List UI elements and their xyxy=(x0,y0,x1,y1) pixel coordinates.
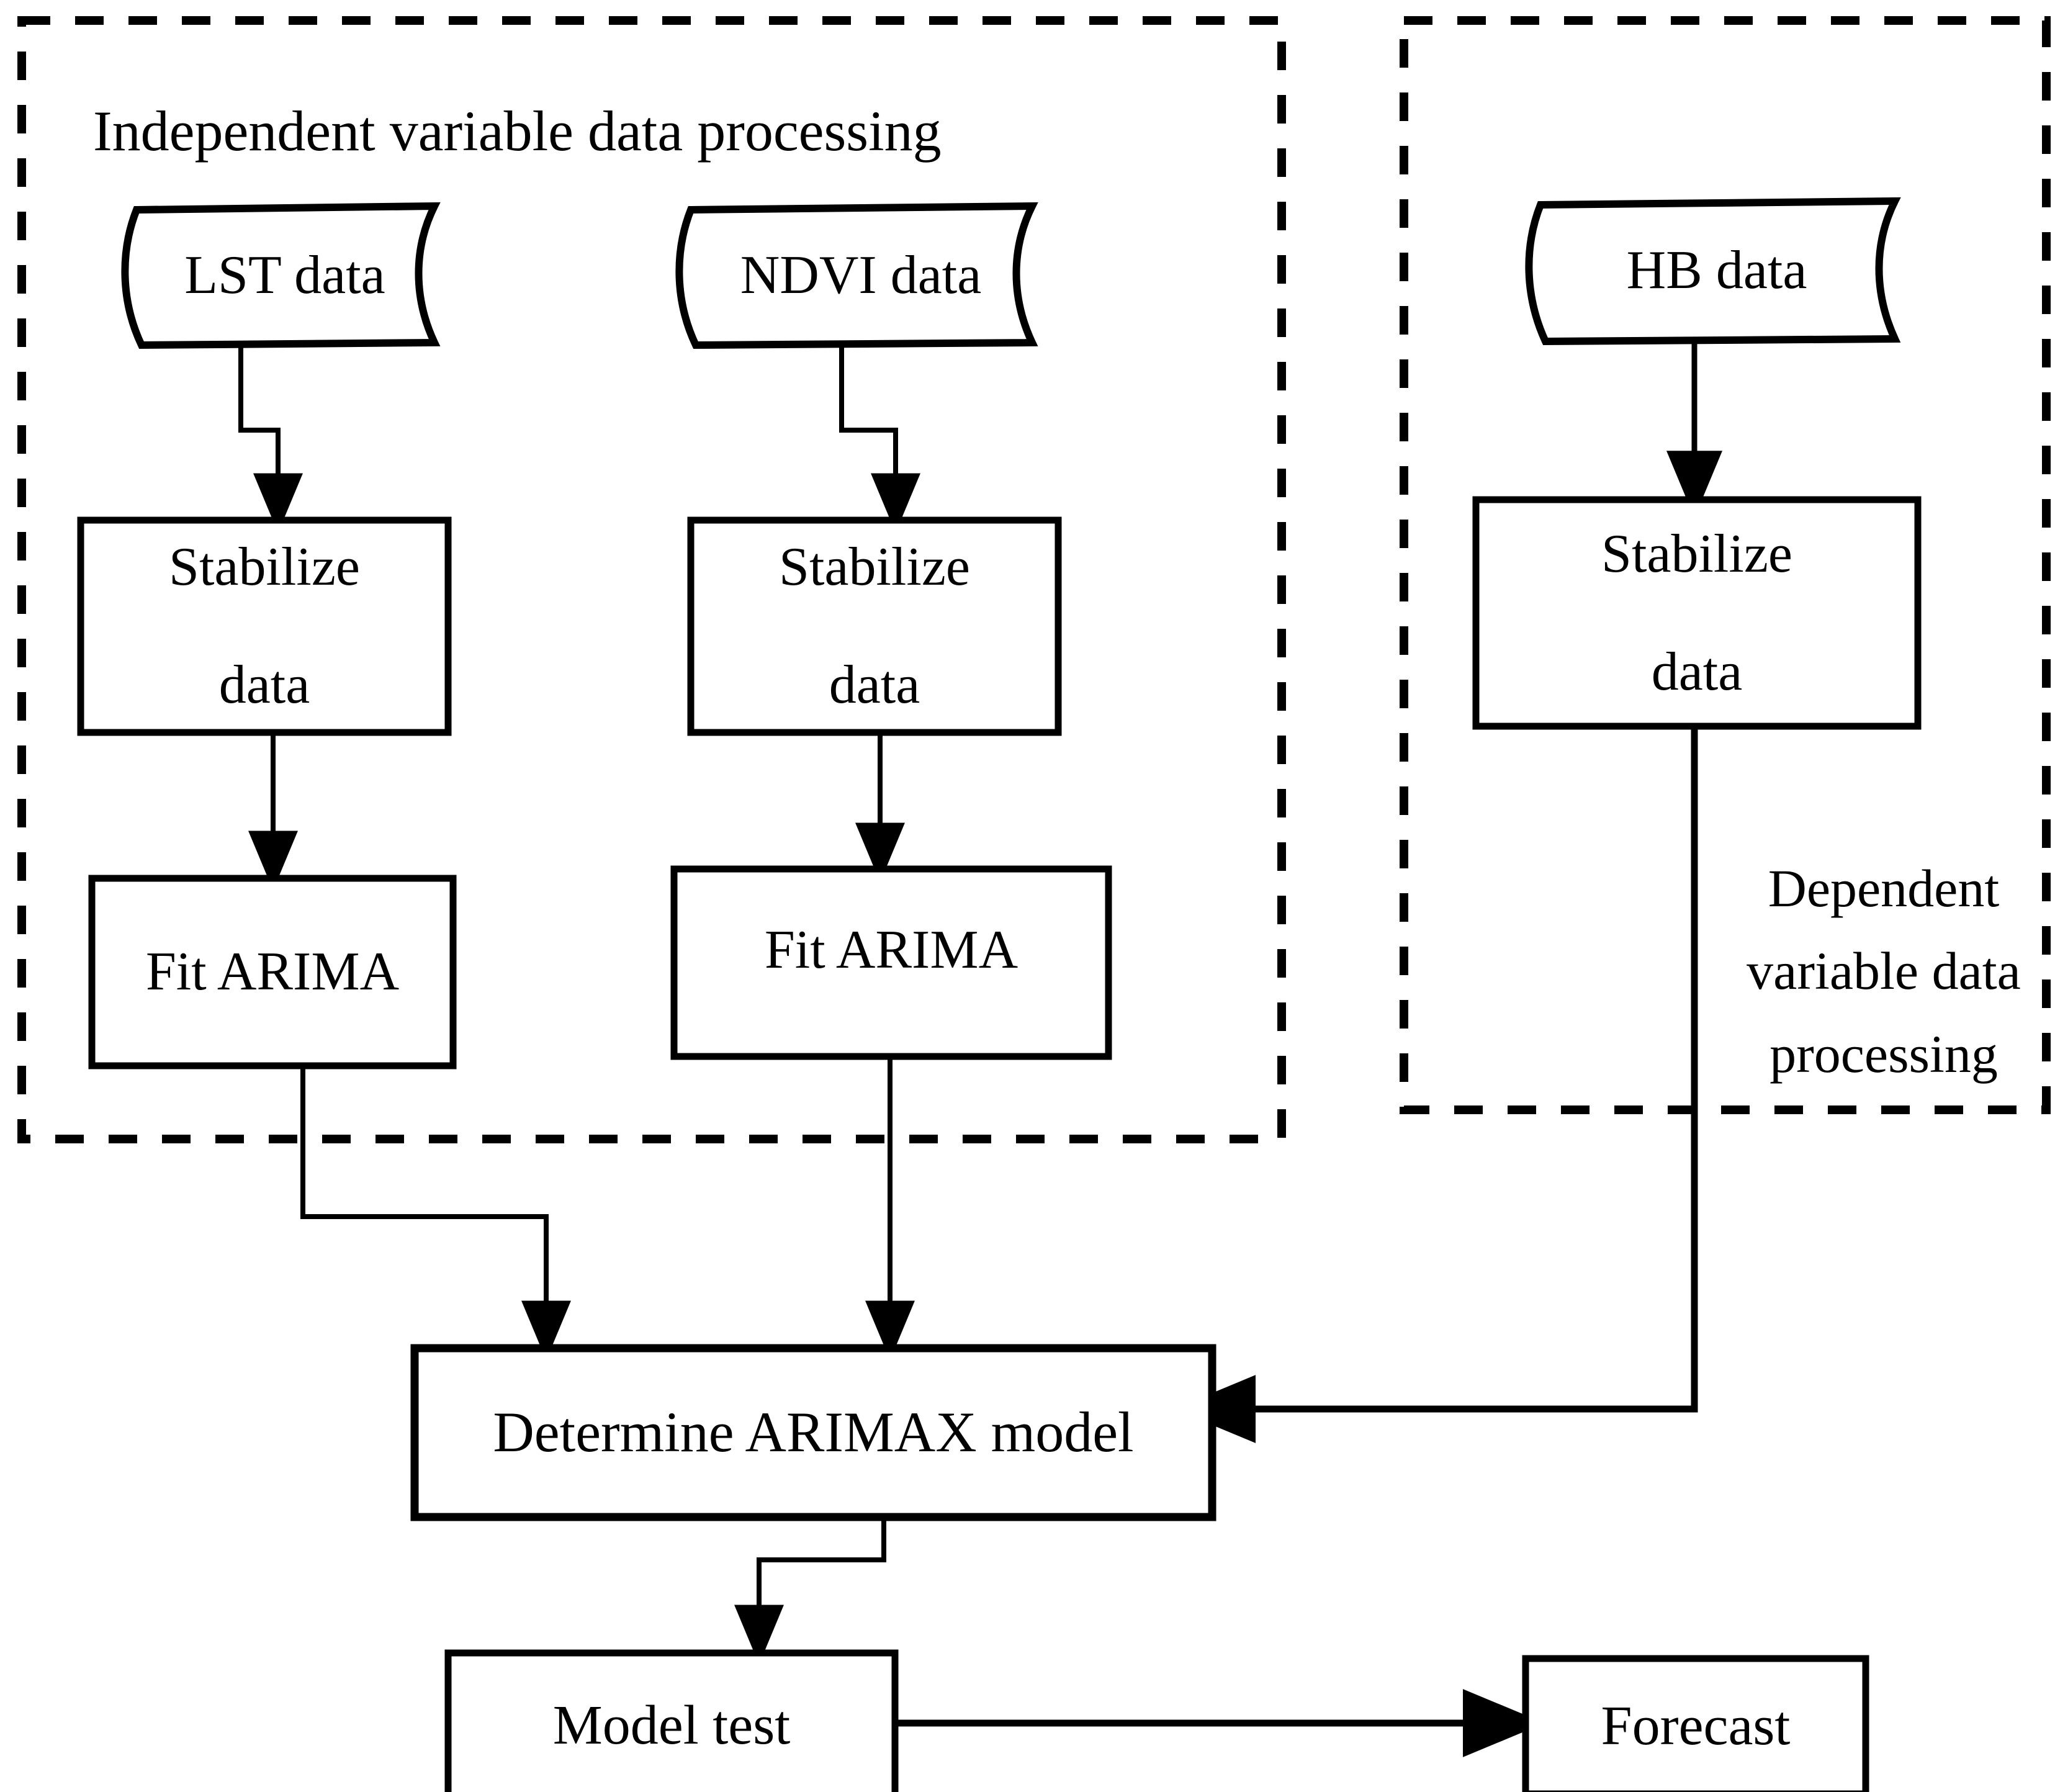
node-shape-stabilize-lst[interactable] xyxy=(77,516,452,736)
node-shape-stabilize-hb[interactable] xyxy=(1472,496,1922,730)
edge-lst-to-stabilize xyxy=(238,343,303,533)
node-shape-determine-arimax[interactable] xyxy=(410,1344,1216,1521)
node-shape-fit-arima-lst[interactable] xyxy=(88,875,457,1069)
group-title-dependent-line-2: variable data xyxy=(1747,941,2021,1001)
group-title-independent: Independent variable data processing xyxy=(93,99,942,163)
node-shape-forecast[interactable] xyxy=(1522,1655,1869,1792)
node-shape-hb-data[interactable] xyxy=(1525,197,1901,346)
group-frame-independent xyxy=(17,16,1286,1143)
edge-stabilize-hb-to-arimax xyxy=(1174,726,1698,1443)
node-shape-fit-arima-ndvi[interactable] xyxy=(670,865,1112,1060)
group-frame-dependent xyxy=(1400,16,2051,1114)
node-shape-lst-data[interactable] xyxy=(121,202,441,349)
node-shape-stabilize-ndvi[interactable] xyxy=(687,516,1062,736)
node-shape-ndvi-data[interactable] xyxy=(675,202,1038,349)
group-title-dependent-line-1: Dependent xyxy=(1768,858,2000,918)
group-title-dependent: Dependent variable data processing xyxy=(1738,847,2030,1096)
edge-ndvi-to-stabilize xyxy=(839,343,920,533)
edge-arimax-to-model-test xyxy=(734,1516,886,1665)
node-shape-model-test[interactable] xyxy=(444,1649,899,1792)
group-title-dependent-line-3: processing xyxy=(1769,1024,1998,1084)
edge-fit-arima-lst-to-arimax xyxy=(300,1065,571,1361)
